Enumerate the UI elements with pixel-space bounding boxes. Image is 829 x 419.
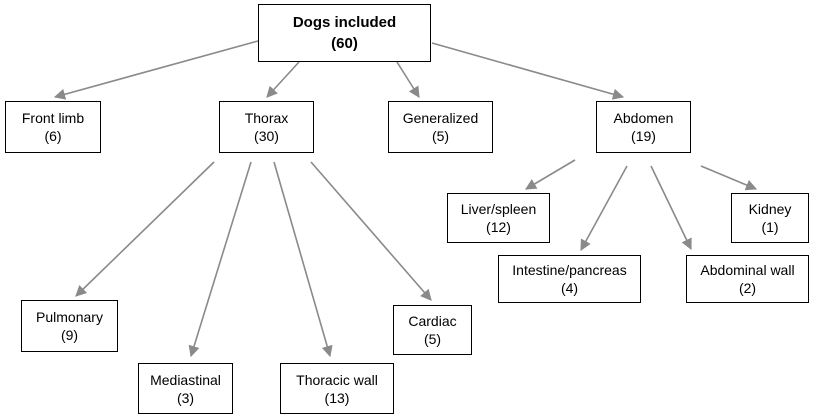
node-intestine-pancreas: Intestine/pancreas (4) bbox=[498, 255, 641, 303]
edge-abdomen-kidney bbox=[700, 165, 758, 191]
edge-thorax-mediastinal bbox=[188, 161, 252, 358]
node-count: (12) bbox=[486, 219, 511, 235]
node-kidney: Kidney (1) bbox=[731, 193, 809, 243]
node-label: Kidney bbox=[748, 201, 792, 217]
node-dogs-included: Dogs included (60) bbox=[258, 4, 431, 62]
node-count: (3) bbox=[176, 389, 195, 406]
edge-root-thorax bbox=[266, 61, 300, 98]
node-label: Front limb bbox=[21, 110, 85, 126]
node-generalized: Generalized (5) bbox=[388, 101, 493, 153]
node-abdomen: Abdomen (19) bbox=[596, 101, 691, 153]
node-mediastinal: Mediastinal (3) bbox=[138, 363, 233, 414]
edge-thorax-pulmonary bbox=[75, 161, 215, 297]
edge-root-front-limb bbox=[53, 40, 259, 100]
edge-abdomen-intestine-pancreas bbox=[580, 165, 628, 251]
node-count: (1) bbox=[761, 219, 779, 235]
node-count: (6) bbox=[44, 128, 62, 144]
node-thoracic-wall: Thoracic wall (13) bbox=[280, 363, 394, 414]
node-count: (19) bbox=[631, 128, 656, 144]
node-label: Thoracic wall bbox=[296, 371, 378, 388]
edge-root-generalized bbox=[396, 61, 420, 98]
node-label: Thorax bbox=[244, 110, 289, 126]
node-label: Intestine/pancreas bbox=[512, 262, 627, 278]
node-count: (4) bbox=[560, 280, 579, 296]
node-label: Mediastinal bbox=[150, 371, 221, 388]
node-label: Liver/spleen bbox=[460, 201, 537, 217]
node-label: Generalized bbox=[402, 110, 479, 126]
node-count: (13) bbox=[324, 389, 350, 406]
node-count: (9) bbox=[60, 327, 79, 343]
node-cardiac: Cardiac (5) bbox=[393, 305, 472, 355]
node-label: Cardiac bbox=[408, 313, 457, 329]
node-count: (5) bbox=[423, 331, 442, 347]
node-count: (30) bbox=[254, 128, 279, 144]
edge-thorax-thoracic-wall bbox=[273, 161, 333, 358]
node-label: Pulmonary bbox=[36, 309, 103, 325]
node-count: (2) bbox=[738, 280, 757, 296]
edge-abdomen-abdominal-wall bbox=[650, 165, 692, 251]
edge-abdomen-liver-spleen bbox=[525, 159, 576, 190]
node-count: (5) bbox=[431, 128, 450, 144]
node-pulmonary: Pulmonary (9) bbox=[21, 300, 118, 352]
edge-root-abdomen bbox=[431, 42, 625, 100]
node-front-limb: Front limb (6) bbox=[5, 101, 101, 153]
node-abdominal-wall: Abdominal wall (2) bbox=[686, 255, 809, 303]
edge-thorax-cardiac bbox=[310, 161, 432, 301]
node-liver-spleen: Liver/spleen (12) bbox=[447, 193, 550, 243]
node-count: (60) bbox=[331, 35, 358, 52]
node-label: Abdominal wall bbox=[700, 262, 795, 278]
node-thorax: Thorax (30) bbox=[219, 101, 314, 153]
node-label: Dogs included bbox=[292, 14, 397, 31]
node-label: Abdomen bbox=[613, 110, 674, 126]
